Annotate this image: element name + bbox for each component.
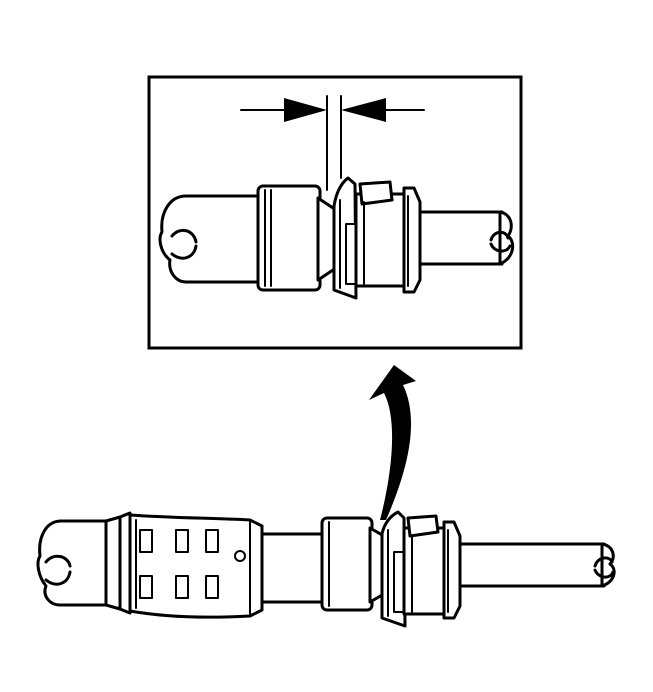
main-connector-body	[402, 514, 462, 620]
sleeve-slot	[175, 529, 189, 553]
sleeve-slot	[139, 575, 153, 599]
sleeve-slot	[205, 529, 219, 553]
sleeve-slot	[205, 575, 219, 599]
dimension-arrowhead-left	[284, 98, 327, 122]
main-small-tube	[456, 542, 616, 588]
sleeve-slot	[175, 575, 189, 599]
inset-large-tube	[158, 194, 264, 284]
curved-callout-arrow	[369, 365, 416, 520]
main-retainer-clip	[380, 510, 407, 628]
sleeve-slot	[139, 529, 153, 553]
main-connector-collar	[320, 516, 374, 612]
sleeve-hole	[234, 550, 246, 562]
dimension-arrowhead-right	[341, 98, 386, 122]
inset-connector-collar	[256, 184, 322, 292]
retainer-clip	[332, 176, 358, 300]
gap-dimension-arrows	[240, 98, 425, 122]
inset-small-tube	[416, 210, 515, 266]
protective-sleeve	[104, 511, 264, 619]
detail-inset	[147, 75, 523, 350]
fuel-line-connector-assembly	[36, 510, 616, 628]
inset-connector-body	[354, 180, 422, 294]
